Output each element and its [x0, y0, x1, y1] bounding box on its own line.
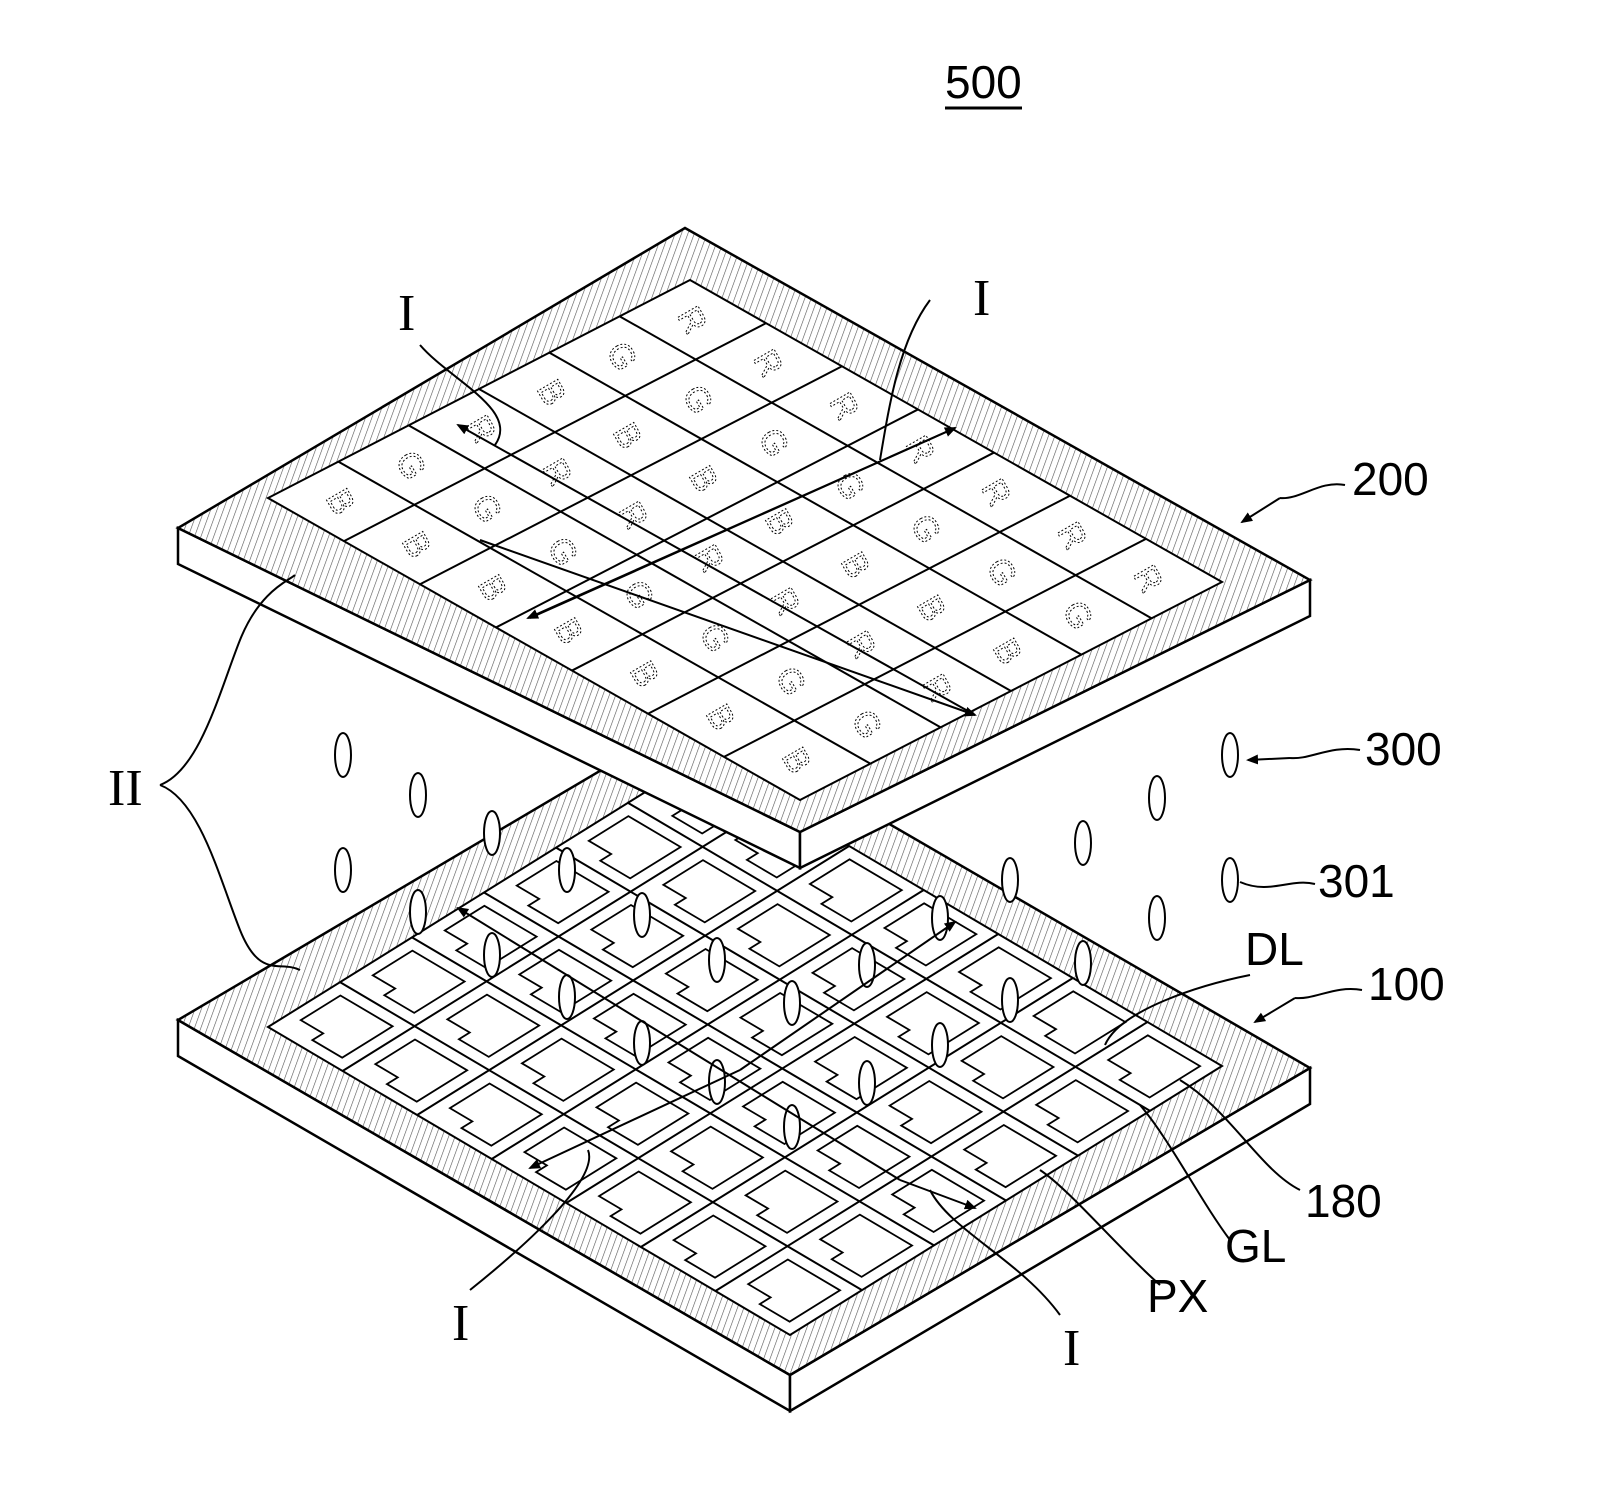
liquid-crystal-molecule [1222, 733, 1238, 777]
label-II: II [108, 760, 143, 817]
label-PX: PX [1147, 1270, 1208, 1322]
liquid-crystal-molecule [859, 943, 875, 987]
label-I-bottom-left: I [452, 1295, 469, 1352]
leader-301 [1240, 882, 1315, 887]
label-300: 300 [1365, 723, 1442, 775]
liquid-crystal-molecule [784, 1105, 800, 1149]
liquid-crystal-molecule [932, 1023, 948, 1067]
liquid-crystal-molecule [634, 1021, 650, 1065]
liquid-crystal-molecule [784, 981, 800, 1025]
label-200: 200 [1352, 453, 1429, 505]
liquid-crystal-molecule [484, 811, 500, 855]
liquid-crystal-molecule [335, 733, 351, 777]
arrow-200 [1242, 498, 1280, 522]
label-DL: DL [1245, 923, 1304, 975]
liquid-crystal-molecule [559, 848, 575, 892]
liquid-crystal-molecule [859, 1061, 875, 1105]
label-301: 301 [1318, 855, 1395, 907]
label-I-top-right: I [973, 270, 990, 327]
leader-100 [1295, 989, 1362, 998]
liquid-crystal-molecule [1149, 896, 1165, 940]
liquid-crystal-molecule [1075, 941, 1091, 985]
liquid-crystal-molecule [1075, 821, 1091, 865]
leader-200 [1280, 484, 1345, 498]
leader-300 [1290, 749, 1360, 758]
liquid-crystal-molecule [709, 938, 725, 982]
arrow-100 [1255, 998, 1295, 1022]
liquid-crystal-molecule [634, 893, 650, 937]
liquid-crystal-molecule [1002, 978, 1018, 1022]
liquid-crystal-molecule [559, 975, 575, 1019]
liquid-crystal-molecule [410, 890, 426, 934]
liquid-crystal-molecule [335, 848, 351, 892]
arrow-300 [1248, 758, 1290, 760]
liquid-crystal-molecule [1149, 776, 1165, 820]
liquid-crystal-molecule [410, 773, 426, 817]
liquid-crystal-molecule [484, 933, 500, 977]
figure-number: 500 [945, 56, 1022, 108]
liquid-crystal-molecule [1002, 858, 1018, 902]
label-180: 180 [1305, 1175, 1382, 1227]
liquid-crystal-molecule [1222, 858, 1238, 902]
leader-II-lower [160, 785, 300, 970]
label-I-top-left: I [398, 285, 415, 342]
label-GL: GL [1225, 1220, 1286, 1272]
label-100: 100 [1368, 958, 1445, 1010]
label-I-bottom-right: I [1063, 1320, 1080, 1377]
